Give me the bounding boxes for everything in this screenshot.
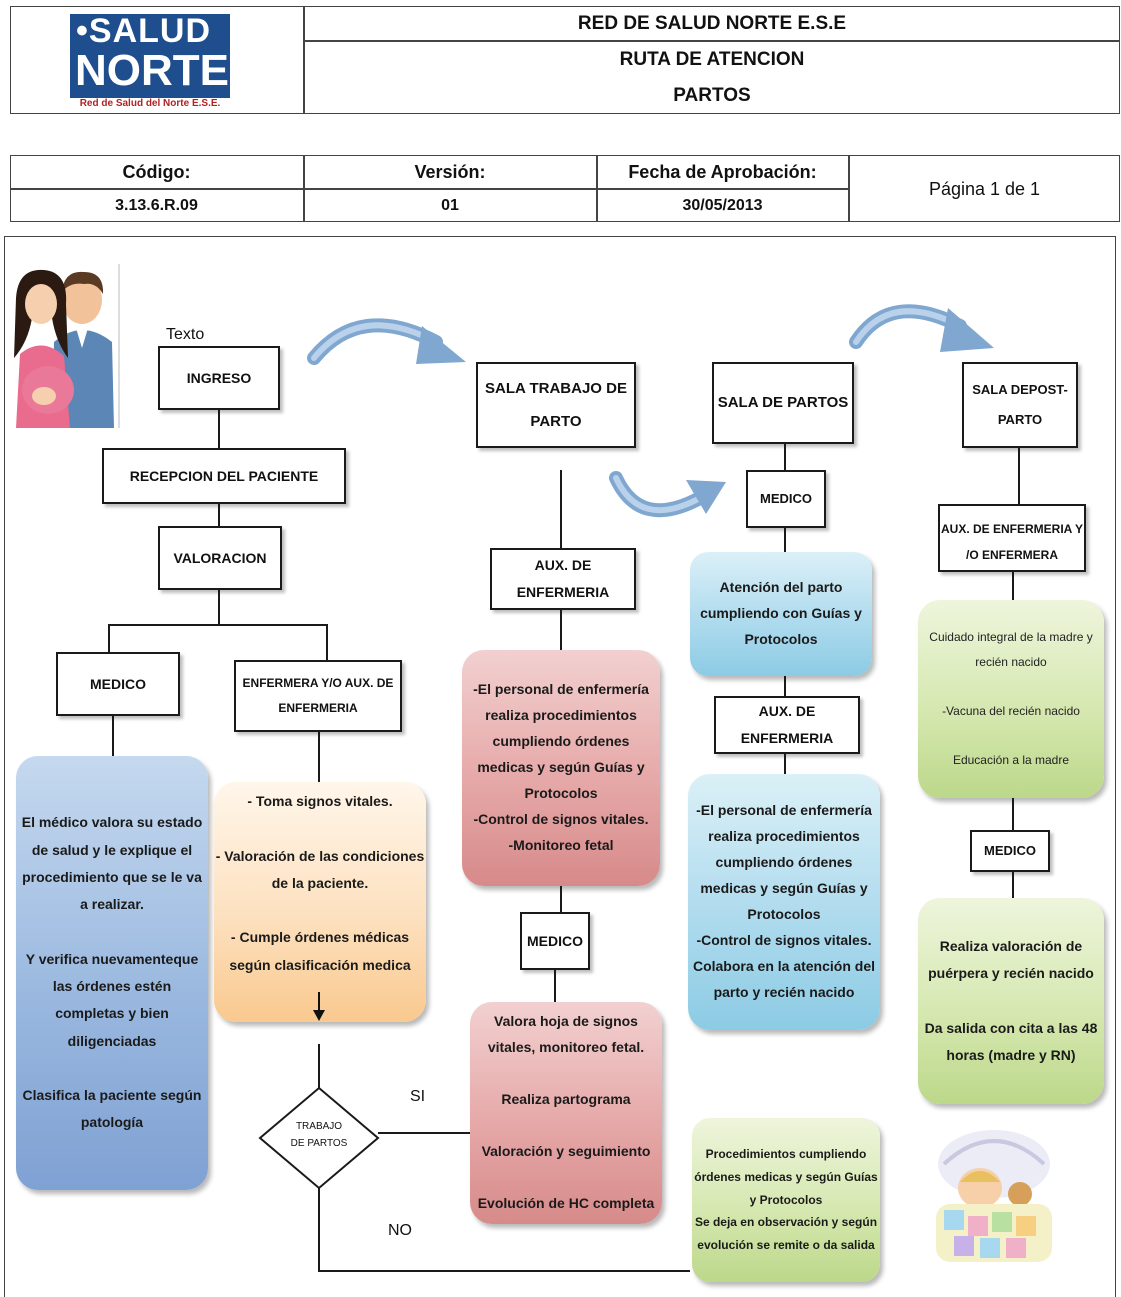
sala-partos-box: SALA DE PARTOS [712,362,854,444]
version-label: Versión: [414,162,486,182]
sala-partos-label: SALA DE PARTOS [717,393,849,411]
date-value: 30/05/2013 [682,196,763,214]
date-label: Fecha de Aprobación: [628,162,817,182]
curved-arrow-1 [307,318,466,365]
sala-trabajo-box: SALA TRABAJO DE PARTO [476,362,636,448]
medico-left-label: MEDICO [90,675,146,692]
logo-text-norte: NORTE [75,46,229,95]
texto-label: Texto [166,326,205,343]
org-name: RED DE SALUD NORTE E.S.E [577,13,847,34]
enfermera-label: ENFERMERA Y/O AUX. DE ENFERMERIA [242,675,394,715]
medico-mid-label: MEDICO [527,932,583,949]
medico-mid-box: MEDICO [520,912,590,970]
sala-post-label: SALA DEPOST- PARTO [972,382,1068,427]
logo-text-salud: •SALUD [76,12,212,50]
aux-enfermeria-1-box: AUX. DE ENFERMERIA [490,548,636,610]
medico-mid-description: Valora hoja de signos vitales, monitoreo… [470,1002,662,1224]
aux-enfermeria-2-label: AUX. DE ENFERMERIA [740,703,834,746]
atencion-parto-box: Atención del parto cumpliendo con Guías … [690,552,872,676]
couple-illustration [6,262,120,428]
medico-post-box: MEDICO [970,830,1050,872]
header-table [10,6,1120,114]
page-number: Página 1 de 1 [928,178,1041,199]
recepcion-box: RECEPCION DEL PACIENTE [102,448,346,504]
valoracion-label: VALORACION [173,549,267,566]
no-label: NO [388,1222,412,1239]
trabajo-description: -El personal de enfermería realiza proce… [462,650,660,886]
aux-enfermeria-3-label: AUX. DE ENFERMERIA Y /O ENFERMERA [940,522,1084,563]
medico-partos-label: MEDICO [760,490,812,506]
code-label: Código: [122,162,191,182]
valoracion-box: VALORACION [158,526,282,590]
document-title: RUTA DE ATENCION [619,49,805,70]
cuidado-box: Cuidado integral de la madre y recién na… [918,600,1104,798]
aux-enfermeria-3-box: AUX. DE ENFERMERIA Y /O ENFERMERA [938,504,1086,572]
si-label: SI [410,1088,426,1105]
enfermera-description-text: - Toma signos vitales. - Valoración de l… [215,793,425,973]
version-value: 01 [441,196,459,214]
procedimientos-box: Procedimientos cumpliendo órdenes medica… [692,1118,880,1282]
curved-arrow-2 [609,471,726,518]
flowchart-frame [4,236,1116,1297]
baby-illustration [936,1130,1052,1262]
sala-post-box: SALA DEPOST- PARTO [962,362,1078,448]
aux-enfermeria-1-label: AUX. DE ENFERMERIA [516,557,610,600]
down-arrow-icon [313,992,325,1021]
ingreso-label: INGRESO [186,369,252,386]
curved-arrow-3 [849,304,994,352]
medico-partos-box: MEDICO [746,470,826,528]
partos-description: -El personal de enfermería realiza proce… [688,774,880,1030]
enfermera-box: ENFERMERA Y/O AUX. DE ENFERMERIA [234,660,402,732]
company-logo: •SALUD NORTE Red de Salud del Norte E.S.… [70,12,230,110]
enfermera-description: - Toma signos vitales. - Valoración de l… [214,782,426,1022]
decision-label: TRABAJO DE PARTOS [290,1121,348,1149]
document-subtitle: PARTOS [673,85,751,106]
medico-description: El médico valora su estado de salud y le… [16,756,208,1190]
ingreso-box: INGRESO [158,346,280,410]
aux-enfermeria-2-box: AUX. DE ENFERMERIA [714,696,860,754]
code-value: 3.13.6.R.09 [115,196,198,214]
medico-left-box: MEDICO [56,652,180,716]
medico-post-label: MEDICO [984,842,1036,858]
sala-trabajo-label: SALA TRABAJO DE PARTO [485,380,627,430]
recepcion-label: RECEPCION DEL PACIENTE [129,467,319,484]
logo-tagline: Red de Salud del Norte E.S.E. [79,98,221,109]
valoracion-post-box: Realiza valoración de puérpera y recién … [918,898,1104,1104]
